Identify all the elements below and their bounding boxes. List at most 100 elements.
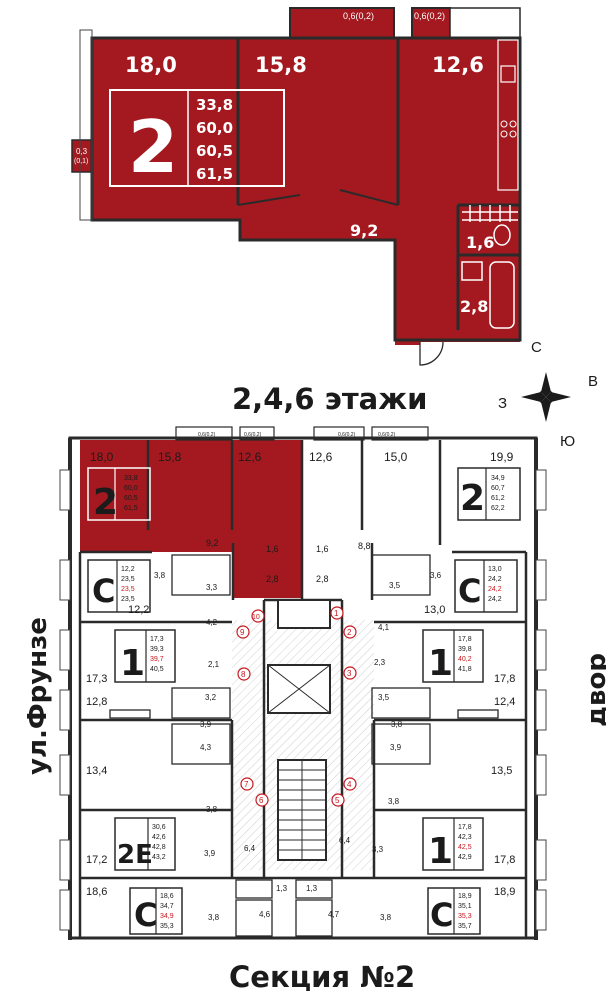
apt10-room-6: 2,8 (266, 574, 279, 584)
marker-10: 10 (252, 614, 260, 621)
apt3-area-2: 39,8 (458, 646, 472, 653)
aptbr-area-2: 35,1 (458, 903, 472, 910)
marker-3: 3 (347, 669, 352, 678)
marker-8: 8 (241, 670, 246, 679)
compass-rose (521, 372, 571, 422)
aptbr-badge-rooms: С (430, 896, 453, 934)
apt5-room-2: 17,8 (494, 854, 515, 866)
apt10-room-4: 9,2 (206, 538, 219, 548)
top-balcony-1-label: 0,6(0,2) (343, 11, 374, 21)
apt6-room-1: 3,9 (204, 849, 216, 858)
top-badge-area-4: 61,5 (196, 165, 233, 183)
plan-balcony-1: 0,6(0,2) (198, 432, 216, 438)
compass-south: Ю (560, 433, 575, 450)
top-left-balcony-area-2: (0,1) (74, 158, 88, 165)
apt10-area-4: 61,5 (124, 505, 138, 512)
apt2-area-2: 24,2 (488, 576, 502, 583)
apt3-area-4: 41,8 (458, 666, 472, 673)
apt7-room-2: 13,4 (86, 765, 107, 777)
marker-9: 9 (240, 628, 245, 637)
aptbr-room-2: 3,8 (380, 913, 392, 922)
apt1-room-5: 2,8 (316, 574, 329, 584)
apt1-room-4: 1,6 (316, 544, 329, 554)
apt6-area-2: 42,6 (152, 834, 166, 841)
apt1-badge-rooms: 2 (460, 478, 485, 519)
aptbl-badge-rooms: С (134, 896, 157, 934)
apt10-room-1: 18,0 (90, 450, 114, 464)
apt1-area-4: 62,2 (491, 505, 505, 512)
apt10-badge-rooms: 2 (93, 482, 118, 523)
top-apartment-plan (71, 7, 522, 366)
apt9-room-2: 3,8 (154, 571, 166, 580)
compass-north: С (531, 339, 542, 356)
apt5-area-2: 42,3 (458, 834, 472, 841)
apt3-room-3: 12,4 (494, 696, 515, 708)
apt2-room-3: 13,0 (424, 604, 445, 616)
aptbl-room-4: 1,3 (276, 884, 288, 893)
aptbl-room-1: 18,6 (86, 886, 107, 898)
apt7-room-1: 4,3 (200, 743, 212, 752)
apt3-area-1: 17,8 (458, 636, 472, 643)
apt9-room-1: 12,2 (128, 604, 149, 616)
apartment-markers (236, 606, 357, 807)
apt1-room-3: 19,9 (490, 450, 514, 464)
apt1-room-2: 15,0 (384, 450, 408, 464)
compass-west: З (498, 395, 507, 412)
apt3-room-5: 3,8 (391, 720, 403, 729)
top-badge-area-2: 60,0 (196, 119, 233, 137)
apt4-room-3: 3,8 (388, 797, 400, 806)
apt3-room-4: 3,5 (378, 693, 390, 702)
aptbr-room-4: 1,3 (306, 884, 318, 893)
apt6-room-3: 6,4 (244, 844, 256, 853)
top-badge-area-1: 33,8 (196, 96, 233, 114)
top-room-3-area: 12,6 (432, 53, 484, 77)
apt6-area-3: 42,8 (152, 844, 166, 851)
top-room-1-area: 18,0 (125, 53, 177, 77)
apt4-room-1: 3,9 (390, 743, 402, 752)
apt10-area-3: 60,5 (124, 495, 138, 502)
top-badge-area-3: 60,5 (196, 142, 233, 160)
apt2-room-2: 3,6 (430, 571, 442, 580)
apt2-area-4: 24,2 (488, 596, 502, 603)
marker-4: 4 (347, 780, 352, 789)
aptbr-area-3: 35,3 (458, 913, 472, 920)
apt10-room-5: 1,6 (266, 544, 279, 554)
section-plan (59, 426, 547, 940)
apt8-area-1: 17,3 (150, 636, 164, 643)
apt1-area-2: 60,7 (491, 485, 505, 492)
apt4-room-2: 13,5 (491, 765, 512, 777)
apt8-room-2: 2,1 (208, 660, 220, 669)
marker-6: 6 (259, 796, 264, 805)
plan-balcony-4: 0,6(0,2) (378, 432, 396, 438)
aptbr-room-1: 18,9 (494, 886, 515, 898)
apt6-area-1: 30,6 (152, 824, 166, 831)
top-bath-area: 2,8 (460, 297, 488, 316)
marker-2: 2 (347, 628, 352, 637)
street-right-label: двор (582, 653, 606, 727)
plan-balcony-2: 0,6(0,2) (244, 432, 262, 438)
apt10-room-2: 15,8 (158, 450, 182, 464)
aptbr-area-1: 18,9 (458, 893, 472, 900)
apt7-room-3: 3,8 (206, 805, 218, 814)
apt5-area-3: 42,5 (458, 844, 472, 851)
apt10-area-2: 60,0 (124, 485, 138, 492)
apt2-area-1: 13,0 (488, 566, 502, 573)
apt6-badge-rooms: 2Е (117, 840, 153, 870)
aptbr-area-4: 35,7 (458, 923, 472, 930)
apt5-badge-rooms: 1 (428, 831, 453, 872)
apt8-room-4: 3,2 (205, 693, 217, 702)
apt1-area-3: 61,2 (491, 495, 505, 502)
apt2-badge-rooms: С (458, 572, 481, 610)
apt8-area-4: 40,5 (150, 666, 164, 673)
apt6-area-4: 43,2 (152, 854, 166, 861)
apt3-badge-rooms: 1 (428, 643, 453, 684)
apt5-area-4: 42,9 (458, 854, 472, 861)
aptbr-room-3: 4,7 (328, 910, 340, 919)
marker-7: 7 (244, 780, 249, 789)
apt2-room-4: 4,1 (378, 623, 390, 632)
apt8-area-3: 39,7 (150, 656, 164, 663)
plan-balcony-3: 0,6(0,2) (338, 432, 356, 438)
apt3-room-1: 2,3 (374, 658, 386, 667)
